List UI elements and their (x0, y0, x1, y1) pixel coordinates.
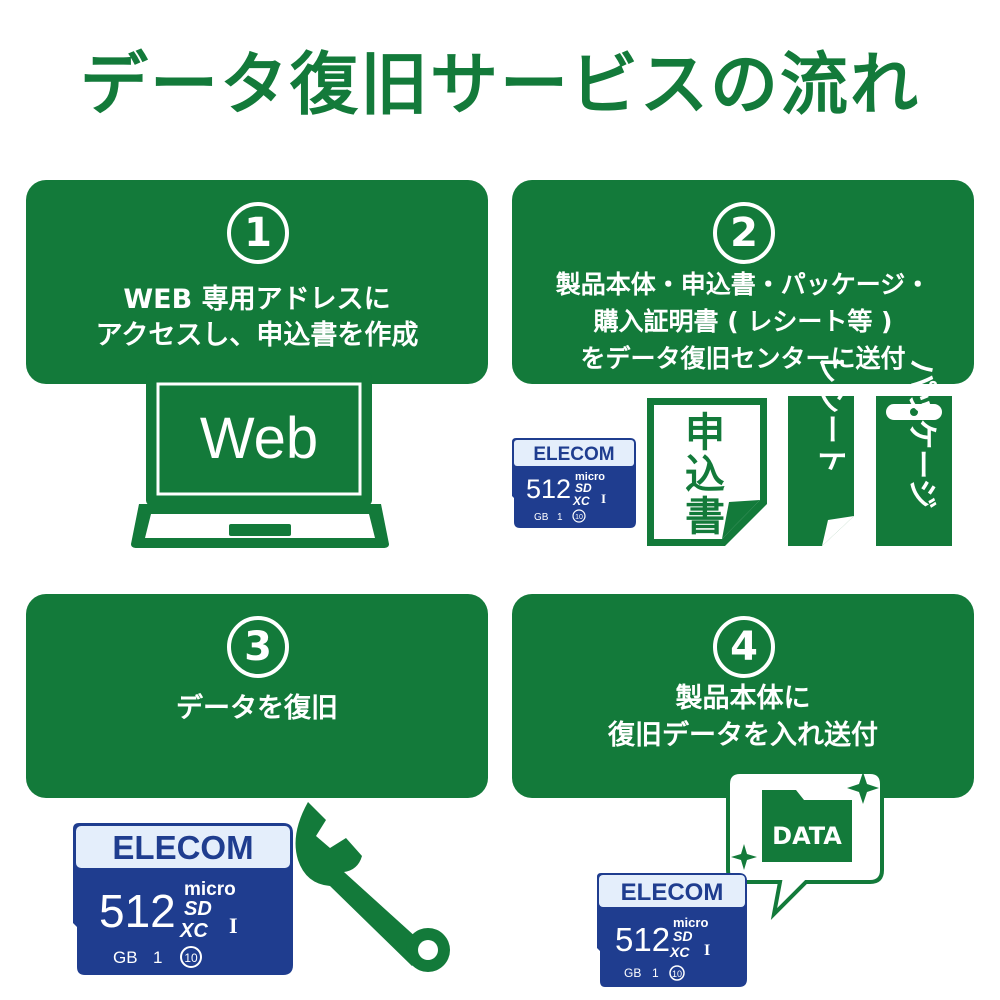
step-text-line: WEB 専用アドレスに (123, 284, 391, 315)
card-unit: GB (624, 966, 641, 980)
card-speed-class: 10 (184, 951, 198, 965)
microsd-card-icon: ELECOM 512 micro SD XC I GB 1 10 (597, 873, 747, 987)
card-speed-class: 10 (575, 514, 583, 521)
card-sd-label: SD (673, 928, 692, 944)
card-brand: ELECOM (533, 444, 614, 465)
card-brand: ELECOM (621, 879, 724, 906)
step-text-line: 購入証明書 ( レシート等 ) (593, 307, 893, 336)
step-text: 製品本体・申込書・パッケージ・ 購入証明書 ( レシート等 ) をデータ復旧セン… (522, 266, 964, 377)
folder-icon: DATA (762, 790, 852, 862)
card-micro-label: micro (184, 879, 236, 900)
step-text-line: 復旧データを入れ送付 (608, 720, 878, 751)
step-text-line: アクセスし、申込書を作成 (95, 320, 419, 351)
card-class-label: I (704, 942, 710, 959)
page-title: データ復旧サービスの流れ (79, 46, 920, 125)
receipt-icon: レシート (788, 354, 854, 546)
document-icon: 申込書 (647, 398, 767, 546)
card-micro-label: micro (575, 471, 605, 483)
microsd-card-icon: ELECOM 512 micro SD XC I GB 1 10 (512, 438, 636, 528)
speech-bubble-icon: DATA (726, 770, 884, 920)
sparkle-icon (847, 772, 879, 804)
step-4-panel: 4 製品本体に 復旧データを入れ送付 (512, 594, 974, 798)
package-icon: パッケージ (876, 359, 952, 546)
step-text-line: 製品本体に (675, 683, 811, 714)
step-number: 2 (713, 202, 775, 264)
card-capacity: 512 (615, 921, 670, 958)
card-sd-label: SD (575, 481, 592, 495)
card-unit: GB (534, 512, 549, 523)
sparkle-icon (731, 844, 757, 870)
card-xc-label: XC (572, 494, 590, 508)
folder-label: DATA (772, 822, 842, 850)
card-unit: GB (113, 948, 138, 967)
card-class-label: I (601, 491, 606, 506)
card-capacity: 512 (99, 885, 176, 937)
step-text: WEB 専用アドレスに アクセスし、申込書を作成 (36, 282, 478, 354)
step-text-line: データを復旧 (176, 693, 338, 724)
package-label: パッケージ (904, 359, 939, 508)
step-number: 1 (227, 202, 289, 264)
card-xc-label: XC (669, 944, 690, 960)
laptop-icon: Web (131, 372, 389, 548)
step-number: 4 (713, 616, 775, 678)
step-text: データを復旧 (36, 691, 478, 727)
card-capacity: 512 (526, 474, 571, 504)
step-text-line: 製品本体・申込書・パッケージ・ (555, 270, 931, 299)
microsd-card-icon: ELECOM 512 micro SD XC I GB 1 10 (73, 823, 293, 975)
card-micro-label: micro (673, 915, 708, 930)
card-speed-class: 10 (672, 969, 682, 979)
card-xc-label: XC (179, 920, 208, 942)
step-text-line: をデータ復旧センターに送付 (580, 344, 906, 373)
step-2-panel: 2 製品本体・申込書・パッケージ・ 購入証明書 ( レシート等 ) をデータ復旧… (512, 180, 974, 384)
step-1-panel: 1 WEB 専用アドレスに アクセスし、申込書を作成 (26, 180, 488, 384)
wrench-icon (295, 802, 450, 972)
form-label: 申込書 (685, 410, 725, 540)
step-text: 製品本体に 復旧データを入れ送付 (522, 680, 964, 754)
card-uhs: 1 (652, 966, 659, 980)
step-3-panel: 3 データを復旧 (26, 594, 488, 798)
card-uhs: 1 (557, 512, 563, 523)
card-class-label: I (229, 913, 238, 938)
card-brand: ELECOM (112, 829, 253, 866)
receipt-label: レシート (813, 354, 848, 474)
laptop-screen-text: Web (200, 406, 318, 471)
step-number: 3 (227, 616, 289, 678)
card-uhs: 1 (153, 948, 162, 967)
card-sd-label: SD (184, 898, 212, 920)
